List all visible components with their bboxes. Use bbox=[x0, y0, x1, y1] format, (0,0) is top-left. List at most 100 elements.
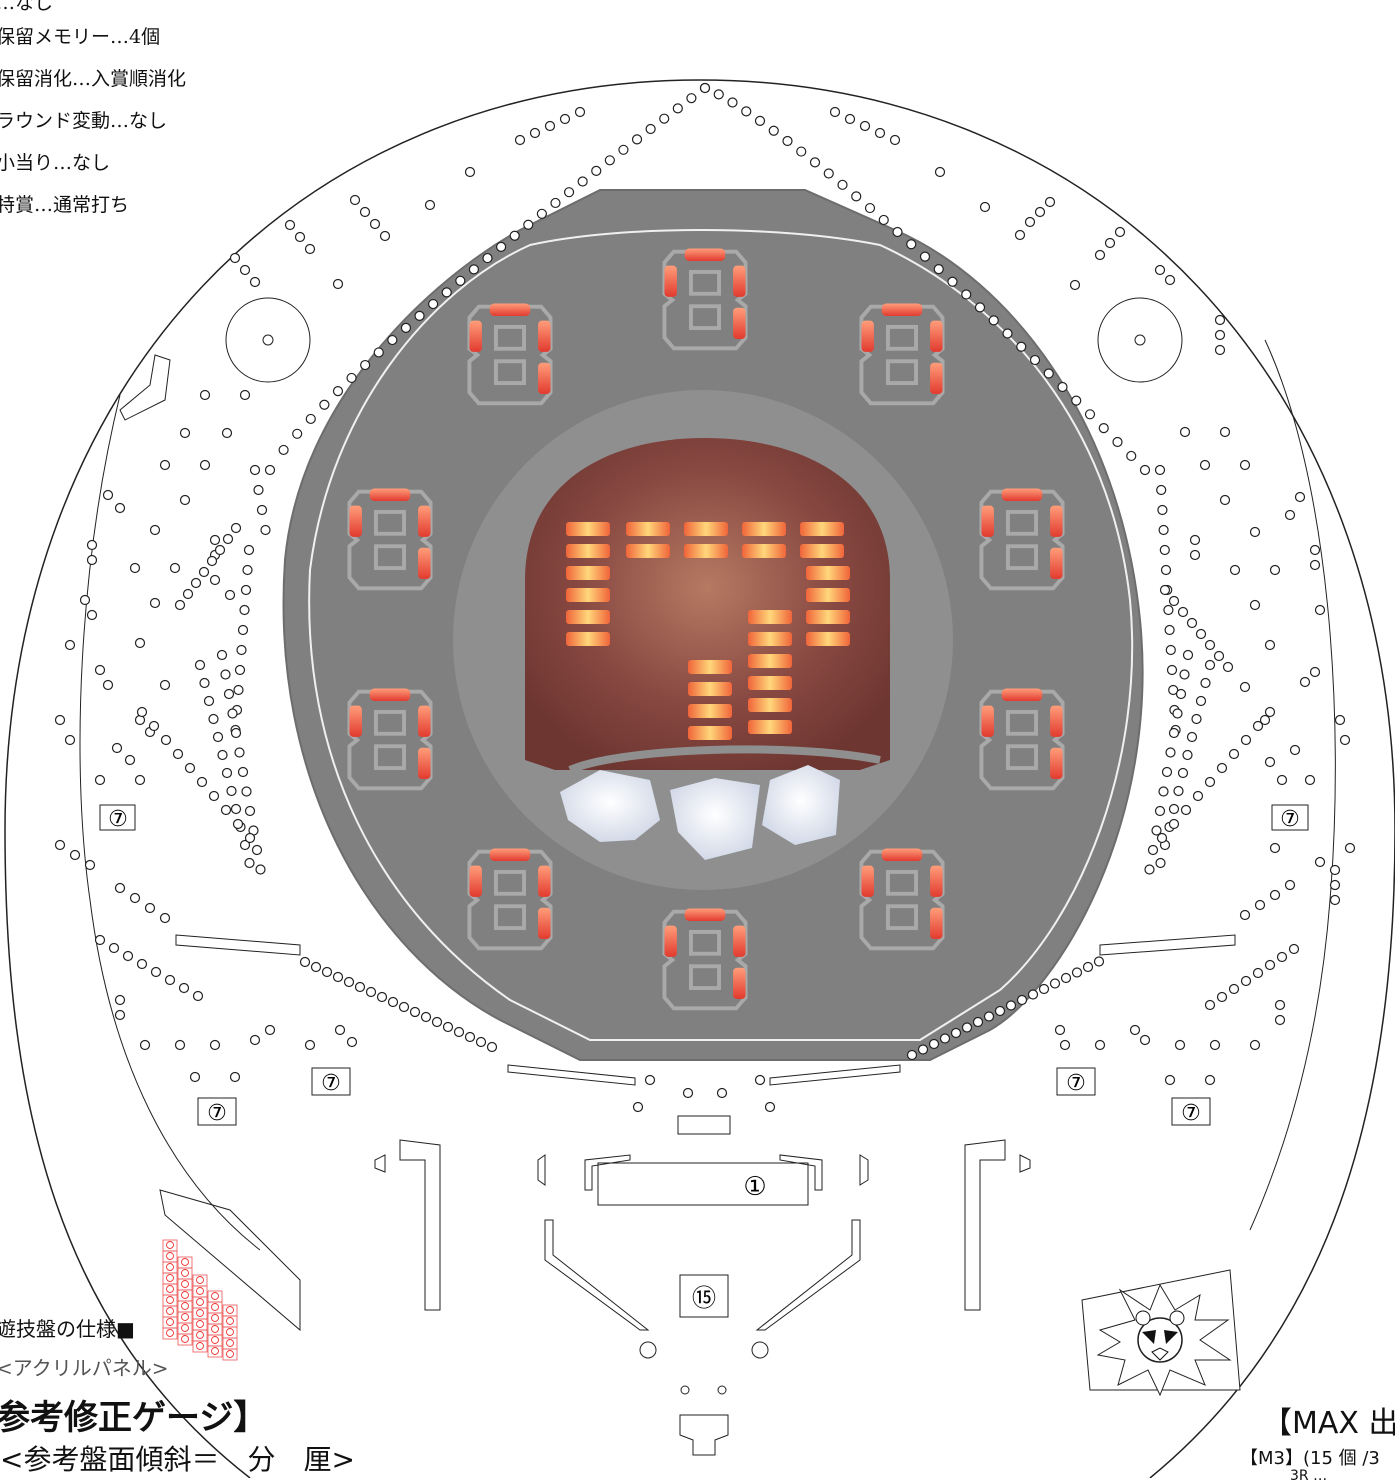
seven-segment-digits bbox=[347, 248, 1065, 1011]
spec-line: 保留メモリー…4個 bbox=[0, 26, 161, 48]
nail-pin bbox=[631, 134, 643, 145]
nail-pin bbox=[359, 206, 371, 218]
nail-pin bbox=[264, 1024, 276, 1036]
nail-pin bbox=[209, 534, 221, 546]
nail-pin bbox=[134, 637, 146, 649]
nail-pin bbox=[1219, 494, 1231, 506]
nail-pin bbox=[514, 134, 526, 146]
nail-pin bbox=[1175, 688, 1187, 700]
nail-pin bbox=[346, 1036, 358, 1048]
nail-pin bbox=[1158, 524, 1169, 536]
nail-pin bbox=[1288, 943, 1300, 955]
nail-pin bbox=[1164, 624, 1175, 636]
nail-pin bbox=[284, 219, 296, 231]
nail-pin bbox=[249, 464, 261, 476]
nail-pin bbox=[1182, 749, 1193, 761]
launch-rail bbox=[119, 354, 171, 421]
seven-segment-digit-icon bbox=[662, 248, 748, 351]
nail-pin bbox=[244, 805, 256, 817]
nail-pin bbox=[455, 275, 466, 286]
nail-pin bbox=[242, 564, 253, 576]
nail-pin bbox=[199, 459, 211, 471]
nail-pin bbox=[1147, 844, 1159, 856]
nail-pin bbox=[221, 427, 233, 439]
led-block bbox=[800, 522, 844, 536]
nail-pin bbox=[240, 584, 252, 596]
nail-pin bbox=[950, 1027, 962, 1039]
nail-pin bbox=[321, 966, 333, 978]
nail-pin bbox=[1059, 1039, 1071, 1051]
nail-pin bbox=[1269, 842, 1281, 854]
nail-pin bbox=[169, 562, 181, 574]
nail-pin bbox=[1249, 1039, 1261, 1051]
nail-pin bbox=[149, 524, 161, 536]
nail-pin bbox=[222, 533, 234, 545]
nail-pin bbox=[94, 934, 106, 946]
nail-pin bbox=[874, 127, 886, 139]
led-block bbox=[748, 676, 792, 690]
nail-pin bbox=[859, 120, 871, 132]
nail-pin bbox=[1159, 544, 1170, 556]
nail-pin bbox=[1289, 744, 1301, 756]
nail-pin bbox=[1209, 1039, 1221, 1051]
nail-pin bbox=[332, 971, 344, 983]
nail-pin bbox=[1309, 544, 1321, 556]
nail-pin bbox=[796, 146, 807, 157]
nail-pin bbox=[114, 1009, 126, 1021]
nail-pin bbox=[54, 714, 66, 726]
nail-pin bbox=[1126, 450, 1137, 462]
inner-rail-left bbox=[79, 394, 261, 1251]
nail-pin bbox=[1179, 669, 1190, 680]
nail-pin bbox=[86, 539, 98, 551]
nail-pin bbox=[299, 956, 311, 968]
nail-pin bbox=[632, 1101, 644, 1113]
nail-pin bbox=[1276, 951, 1288, 963]
nail-pin bbox=[1204, 776, 1216, 788]
led-block bbox=[748, 654, 792, 668]
nail-pin bbox=[837, 179, 848, 190]
nail-pin bbox=[1219, 426, 1231, 438]
nail-pin bbox=[114, 882, 126, 894]
nail-pin bbox=[453, 1026, 465, 1038]
nail-pin bbox=[196, 776, 208, 788]
nail-pin bbox=[1168, 595, 1180, 607]
nail-pin bbox=[523, 219, 534, 230]
nail-pin bbox=[221, 767, 233, 779]
nail-pin bbox=[239, 264, 251, 276]
nail-pins bbox=[54, 82, 1356, 1113]
nail-pin bbox=[972, 1016, 984, 1028]
nail-pin bbox=[1093, 956, 1105, 967]
nail-pin bbox=[1084, 409, 1096, 420]
nail-pin bbox=[659, 113, 670, 124]
nail-pin bbox=[1168, 818, 1180, 830]
led-block bbox=[626, 522, 670, 536]
outer-rail-right bbox=[1249, 339, 1336, 1231]
nail-pin bbox=[1264, 959, 1276, 971]
nail-pin bbox=[864, 202, 876, 214]
nail-pin bbox=[255, 864, 266, 875]
led-block bbox=[566, 588, 610, 602]
seven-pocket-icon: ⑦ bbox=[197, 1097, 237, 1126]
nail-pin bbox=[54, 839, 66, 851]
led-block bbox=[748, 698, 792, 712]
nail-pin bbox=[591, 165, 602, 176]
nail-pin bbox=[294, 231, 306, 243]
nail-pin bbox=[604, 155, 615, 166]
nail-pin bbox=[1309, 559, 1321, 571]
nail-pin bbox=[178, 982, 190, 994]
nail-pin bbox=[1186, 617, 1198, 629]
max-payout-label: 【MAX 出玉 bbox=[1262, 1406, 1395, 1441]
spec-line: 小当り…なし bbox=[0, 152, 111, 174]
nail-pin bbox=[209, 1039, 221, 1051]
nail-pin bbox=[249, 276, 261, 288]
nail-pin bbox=[1151, 825, 1162, 836]
nail-pin bbox=[1165, 644, 1176, 656]
nail-pin bbox=[239, 389, 251, 401]
nail-pin bbox=[1156, 484, 1167, 496]
nail-pin bbox=[1334, 714, 1346, 726]
nail-pin bbox=[1252, 720, 1264, 732]
nail-pin bbox=[644, 1074, 656, 1086]
nail-pin bbox=[486, 1041, 498, 1053]
seven-segment-digit-icon bbox=[859, 303, 945, 406]
nail-pin bbox=[1186, 731, 1198, 743]
